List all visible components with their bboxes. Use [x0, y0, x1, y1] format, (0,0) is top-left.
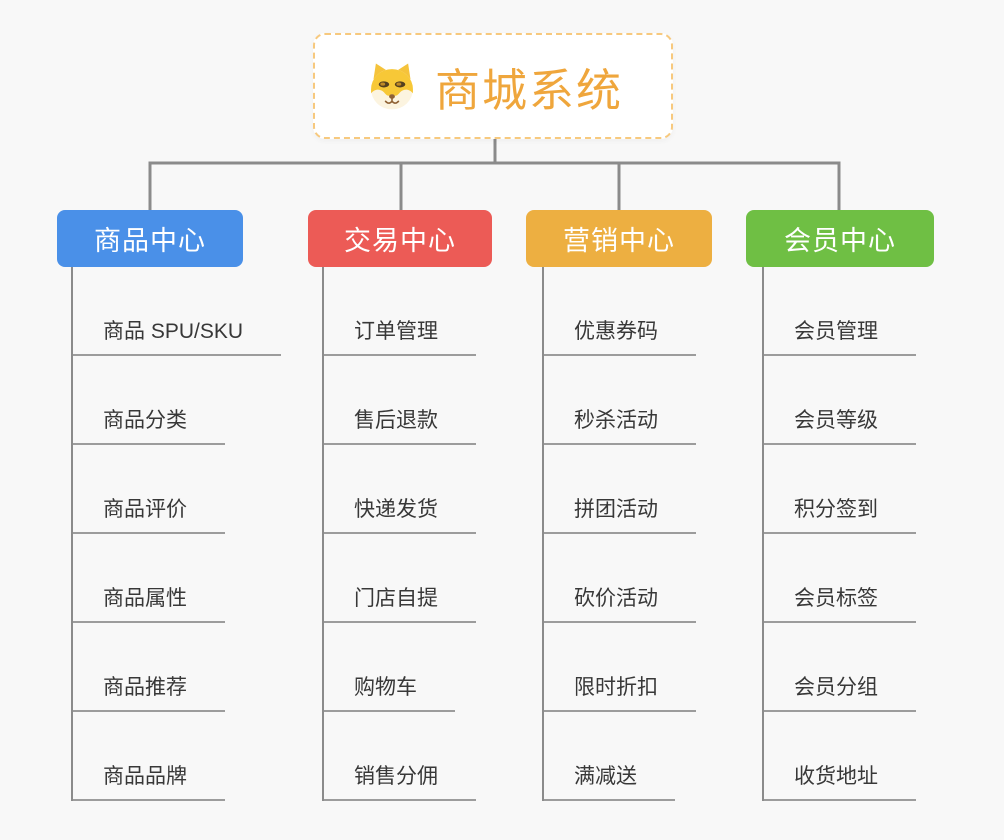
branch-label: 商品中心	[94, 226, 206, 256]
branch-label: 交易中心	[344, 226, 456, 256]
child-row: 限时折扣	[544, 623, 696, 712]
child-node[interactable]: 优惠券码	[544, 315, 696, 356]
branch-children-member-center: 会员管理 会员等级 积分签到 会员标签 会员分组 收货地址	[762, 267, 916, 801]
child-node[interactable]: 商品推荐	[73, 671, 225, 712]
child-node[interactable]: 购物车	[324, 671, 455, 712]
child-row: 购物车	[324, 623, 476, 712]
child-row: 砍价活动	[544, 534, 696, 623]
branch-node-member-center[interactable]: 会员中心	[746, 210, 934, 267]
child-row: 拼团活动	[544, 445, 696, 534]
child-row: 收货地址	[764, 712, 916, 801]
root-node[interactable]: 商城系统	[313, 33, 673, 139]
child-node[interactable]: 限时折扣	[544, 671, 696, 712]
child-node[interactable]: 商品属性	[73, 582, 225, 623]
child-row: 订单管理	[324, 267, 476, 356]
child-row: 商品评价	[73, 445, 281, 534]
child-node[interactable]: 收货地址	[764, 760, 916, 801]
child-row: 销售分佣	[324, 712, 476, 801]
child-row: 会员管理	[764, 267, 916, 356]
root-node-title: 商城系统	[434, 64, 623, 116]
branch-children-product-center: 商品 SPU/SKU 商品分类 商品评价 商品属性 商品推荐 商品品牌	[71, 267, 282, 801]
child-row: 积分签到	[764, 445, 916, 534]
child-node[interactable]: 门店自提	[324, 582, 476, 623]
child-node[interactable]: 订单管理	[324, 315, 476, 356]
dog-icon	[371, 63, 413, 110]
child-node[interactable]: 砍价活动	[544, 582, 696, 623]
child-node[interactable]: 商品品牌	[73, 760, 225, 801]
child-row: 商品品牌	[73, 712, 281, 801]
branch-node-trade-center[interactable]: 交易中心	[308, 210, 492, 267]
child-node[interactable]: 拼团活动	[544, 493, 696, 534]
branch-label: 会员中心	[784, 226, 896, 256]
child-node[interactable]: 商品分类	[73, 404, 225, 445]
child-node[interactable]: 快递发货	[324, 493, 476, 534]
branch-node-product-center[interactable]: 商品中心	[57, 210, 243, 267]
child-node[interactable]: 会员标签	[764, 582, 916, 623]
child-row: 商品属性	[73, 534, 281, 623]
child-row: 商品推荐	[73, 623, 281, 712]
child-row: 会员标签	[764, 534, 916, 623]
child-node[interactable]: 商品评价	[73, 493, 225, 534]
child-row: 秒杀活动	[544, 356, 696, 445]
branch-children-marketing-center: 优惠券码 秒杀活动 拼团活动 砍价活动 限时折扣 满减送	[542, 267, 696, 801]
branch-children-trade-center: 订单管理 售后退款 快递发货 门店自提 购物车 销售分佣	[322, 267, 476, 801]
branch-node-marketing-center[interactable]: 营销中心	[526, 210, 712, 267]
child-row: 会员等级	[764, 356, 916, 445]
child-node[interactable]: 销售分佣	[324, 760, 476, 801]
child-node[interactable]: 售后退款	[324, 404, 476, 445]
branch-label: 营销中心	[563, 226, 675, 256]
child-row: 门店自提	[324, 534, 476, 623]
child-node[interactable]: 商品 SPU/SKU	[73, 315, 282, 356]
child-node[interactable]: 秒杀活动	[544, 404, 696, 445]
child-node[interactable]: 满减送	[544, 760, 675, 801]
child-node[interactable]: 会员等级	[764, 404, 916, 445]
child-node[interactable]: 积分签到	[764, 493, 916, 534]
child-row: 售后退款	[324, 356, 476, 445]
child-row: 商品分类	[73, 356, 281, 445]
child-row: 快递发货	[324, 445, 476, 534]
child-row: 优惠券码	[544, 267, 696, 356]
child-node[interactable]: 会员分组	[764, 671, 916, 712]
child-row: 满减送	[544, 712, 696, 801]
child-node[interactable]: 会员管理	[764, 315, 916, 356]
child-row: 商品 SPU/SKU	[73, 267, 282, 356]
child-row: 会员分组	[764, 623, 916, 712]
